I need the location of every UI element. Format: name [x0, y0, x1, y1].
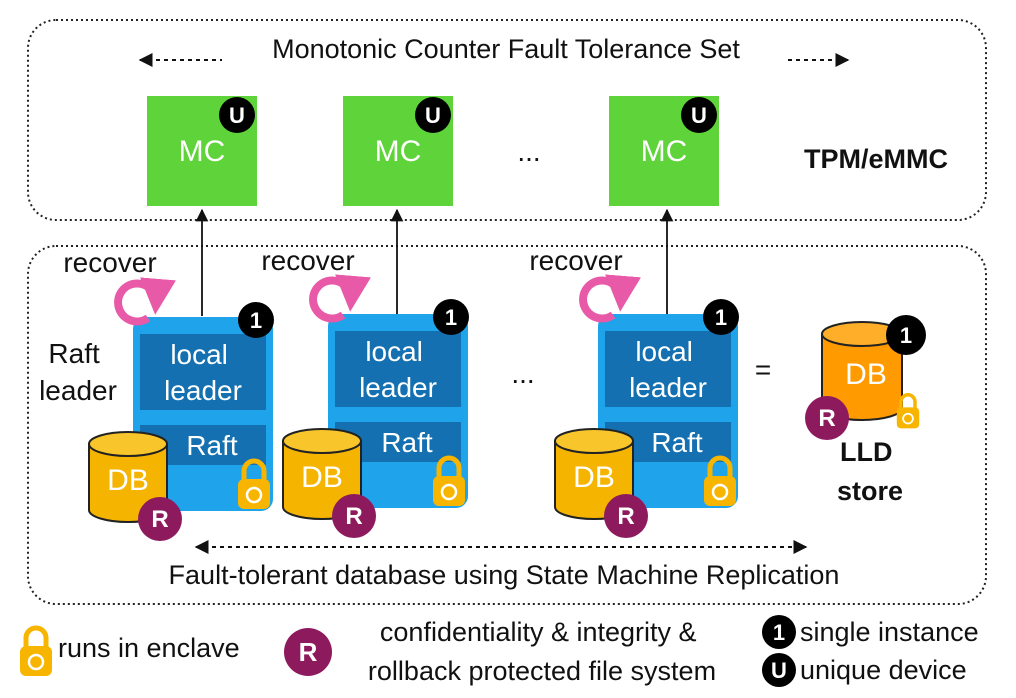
unique-device-badge: [415, 97, 451, 133]
svg-text:R: R: [818, 405, 835, 432]
svg-text:1: 1: [250, 308, 262, 333]
single-instance-badge: [703, 299, 739, 335]
single-instance-badge: [886, 315, 926, 355]
svg-text:1: 1: [715, 305, 727, 330]
svg-text:DB: DB: [573, 461, 615, 494]
recover-label-2: recover: [261, 245, 354, 276]
svg-text:U: U: [771, 658, 787, 683]
mc-box-3: MC U: [609, 96, 719, 206]
recover-arrow-icon: [309, 274, 371, 323]
legend: runs in enclave R confidentiality & inte…: [20, 615, 979, 687]
svg-text:Raft: Raft: [381, 427, 433, 458]
raft-leader-label: Raft leader: [39, 338, 117, 406]
svg-text:local leader: local leader: [629, 336, 707, 403]
svg-text:Raft: Raft: [186, 430, 238, 461]
replica-node-1: local leader Raft 1 DB R: [88, 277, 274, 541]
recover-arrow-icon: [579, 274, 641, 323]
database-group: [27, 245, 987, 605]
enclave-lock-icon: [20, 628, 52, 676]
protected-fs-badge: [604, 494, 648, 538]
svg-text:local leader: local leader: [164, 339, 242, 406]
recover-label-1: recover: [63, 247, 156, 278]
lld-store: DB 1 R LLD store: [805, 315, 926, 506]
svg-text:R: R: [299, 637, 318, 667]
legend-unique-text: unique device: [800, 655, 967, 685]
monotonic-counter-group: [27, 19, 987, 221]
protected-fs-badge: [805, 396, 849, 440]
svg-text:R: R: [617, 503, 634, 530]
mc-label: MC: [179, 135, 226, 168]
top-set-title: Monotonic Counter Fault Tolerance Set: [272, 34, 740, 64]
svg-text:1: 1: [773, 620, 785, 645]
protected-fs-badge: [284, 628, 332, 676]
tpm-emmc-label: TPM/eMMC: [804, 144, 948, 174]
svg-text:DB: DB: [301, 461, 343, 494]
unique-badge-letter: U: [229, 103, 245, 128]
database-caption: Fault-tolerant database using State Mach…: [169, 560, 840, 590]
svg-text:R: R: [151, 506, 168, 533]
svg-text:1: 1: [445, 305, 457, 330]
svg-text:1: 1: [900, 323, 912, 348]
local-leader-block: [140, 334, 266, 410]
svg-text:DB: DB: [107, 464, 149, 497]
local-leader-block: [605, 331, 731, 407]
database-cylinder: DB R: [88, 431, 182, 541]
mc-box-1: MC U: [147, 96, 257, 206]
protected-fs-badge: [138, 497, 182, 541]
node-ellipsis: ...: [511, 358, 534, 389]
recover-arrow-icon: [114, 277, 176, 326]
recover-label-3: recover: [529, 245, 622, 276]
equals-sign: =: [755, 354, 771, 385]
local-leader-block: [335, 331, 461, 407]
unique-badge-letter: U: [691, 103, 707, 128]
database-cylinder: DB R: [554, 428, 648, 538]
unique-device-badge: [681, 97, 717, 133]
enclave-lock-icon: [895, 393, 921, 431]
database-cylinder: DB R: [282, 428, 376, 538]
svg-text:Raft: Raft: [651, 427, 703, 458]
legend-enclave-text: runs in enclave: [58, 633, 240, 663]
single-instance-badge: [433, 299, 469, 335]
mc-label: MC: [375, 135, 422, 168]
unique-device-badge: [219, 97, 255, 133]
legend-single-text: single instance: [800, 617, 979, 647]
single-instance-badge: [762, 615, 796, 649]
replica-node-3: local leader Raft 1 DB R: [554, 274, 739, 538]
unique-device-badge: [762, 653, 796, 687]
protected-fs-badge: [332, 494, 376, 538]
mc-label: MC: [641, 135, 688, 168]
single-instance-badge: [238, 302, 274, 338]
lld-db-label: DB: [845, 358, 887, 391]
svg-text:local leader: local leader: [359, 336, 437, 403]
mc-box-2: MC U: [343, 96, 453, 206]
unique-badge-letter: U: [425, 103, 441, 128]
mc-ellipsis: ...: [517, 136, 540, 167]
lld-store-label: LLD store: [837, 437, 903, 506]
legend-fs-text: confidentiality & integrity & rollback p…: [368, 617, 716, 686]
svg-text:R: R: [345, 503, 362, 530]
replica-node-2: local leader Raft 1 DB R: [282, 274, 469, 538]
